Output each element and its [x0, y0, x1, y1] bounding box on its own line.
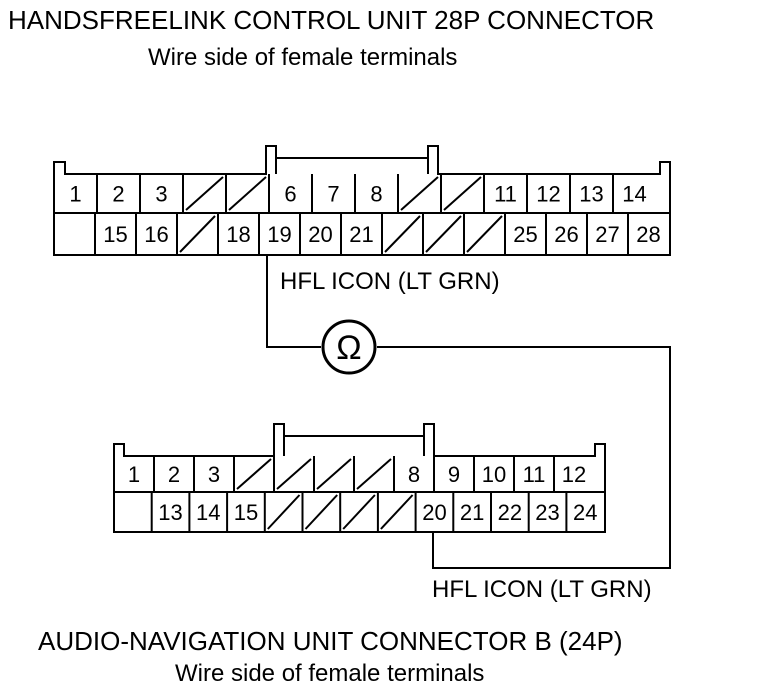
bottom-row1-unused-cavity — [236, 458, 272, 490]
top-row2-pin-26: 26 — [554, 222, 578, 247]
bottom-row1-pin-11: 11 — [523, 462, 546, 487]
bottom-connector-subtitle: Wire side of female terminals — [175, 660, 485, 687]
wire-top-to-meter — [266, 255, 321, 348]
top-row1-pin-11: 11 — [494, 182, 517, 207]
bottom-row2-unused-cavity — [380, 494, 414, 530]
top-row1-pin-12: 12 — [536, 182, 560, 207]
top-row2-pin-21: 21 — [349, 222, 373, 247]
bottom-row1-pin-9: 9 — [448, 462, 460, 487]
top-row1-pin-14: 14 — [622, 182, 646, 207]
bottom-row2-unused-cavity — [304, 494, 338, 530]
top-row1-unused-cavity — [185, 176, 224, 211]
top-row2-pin-19: 19 — [267, 222, 291, 247]
top-row1-pin-6: 6 — [284, 182, 296, 207]
bottom-row1-pin-10: 10 — [482, 462, 506, 487]
wire-meter-to-bottom — [377, 346, 671, 569]
bottom-row2-pin-21: 21 — [460, 500, 484, 525]
bottom-row2-pin-22: 22 — [498, 500, 522, 525]
bottom-row2-unused-cavity — [267, 494, 301, 530]
bottom-row1-unused-cavity — [276, 458, 312, 490]
top-row2-unused-cavity — [466, 215, 503, 253]
top-row1-unused-cavity — [400, 176, 439, 211]
bottom-row2-pin-20: 20 — [422, 500, 446, 525]
top-row2-unused-cavity — [384, 215, 421, 253]
top-row2-pin-25: 25 — [513, 222, 537, 247]
top-row2-pin-27: 27 — [595, 222, 619, 247]
top-row1-pin-1: 1 — [69, 182, 81, 207]
top-row1-pin-13: 13 — [579, 182, 603, 207]
top-row1-pin-7: 7 — [327, 182, 339, 207]
bottom-row1-pin-12: 12 — [562, 462, 586, 487]
top-row2-pin-15: 15 — [103, 222, 127, 247]
bottom-row1-pin-8: 8 — [408, 462, 420, 487]
top-row2-unused-cavity — [425, 215, 462, 253]
top-row1-pin-8: 8 — [370, 182, 382, 207]
bottom-row2-pin-15: 15 — [234, 500, 258, 525]
top-row2-unused-cavity — [179, 215, 216, 253]
ohmmeter-symbol — [321, 319, 377, 375]
bottom-row1-unused-cavity — [316, 458, 352, 490]
top-row1-unused-cavity — [228, 176, 267, 211]
top-connector-title: HANDSFREELINK CONTROL UNIT 28P CONNECTOR — [8, 5, 655, 35]
bottom-row2-pin-14: 14 — [196, 500, 220, 525]
ohm-icon: Ω — [336, 329, 361, 367]
bottom-row2-pin-24: 24 — [573, 500, 597, 525]
bottom-connector-title: AUDIO-NAVIGATION UNIT CONNECTOR B (24P) — [38, 626, 623, 656]
top-row2-pin-18: 18 — [226, 222, 250, 247]
top-row2-pin-16: 16 — [144, 222, 168, 247]
bottom-row2-unused-cavity — [342, 494, 376, 530]
top-row2-pin-20: 20 — [308, 222, 332, 247]
top-row1-pin-3: 3 — [155, 182, 167, 207]
top-connector-subtitle: Wire side of female terminals — [148, 44, 458, 71]
bottom-row1-pin-1: 1 — [128, 462, 140, 487]
bottom-row1-unused-cavity — [356, 458, 392, 490]
bottom-row1-pin-2: 2 — [168, 462, 180, 487]
bottom-row2-pin-13: 13 — [158, 500, 182, 525]
bottom-row1-pin-3: 3 — [208, 462, 220, 487]
top-wire-label: HFL ICON (LT GRN) — [280, 268, 500, 295]
top-row2-pin-28: 28 — [636, 222, 660, 247]
bottom-wire-label: HFL ICON (LT GRN) — [432, 576, 652, 603]
top-row1-unused-cavity — [443, 176, 482, 211]
bottom-row2-pin-23: 23 — [535, 500, 559, 525]
top-row1-pin-2: 2 — [112, 182, 124, 207]
